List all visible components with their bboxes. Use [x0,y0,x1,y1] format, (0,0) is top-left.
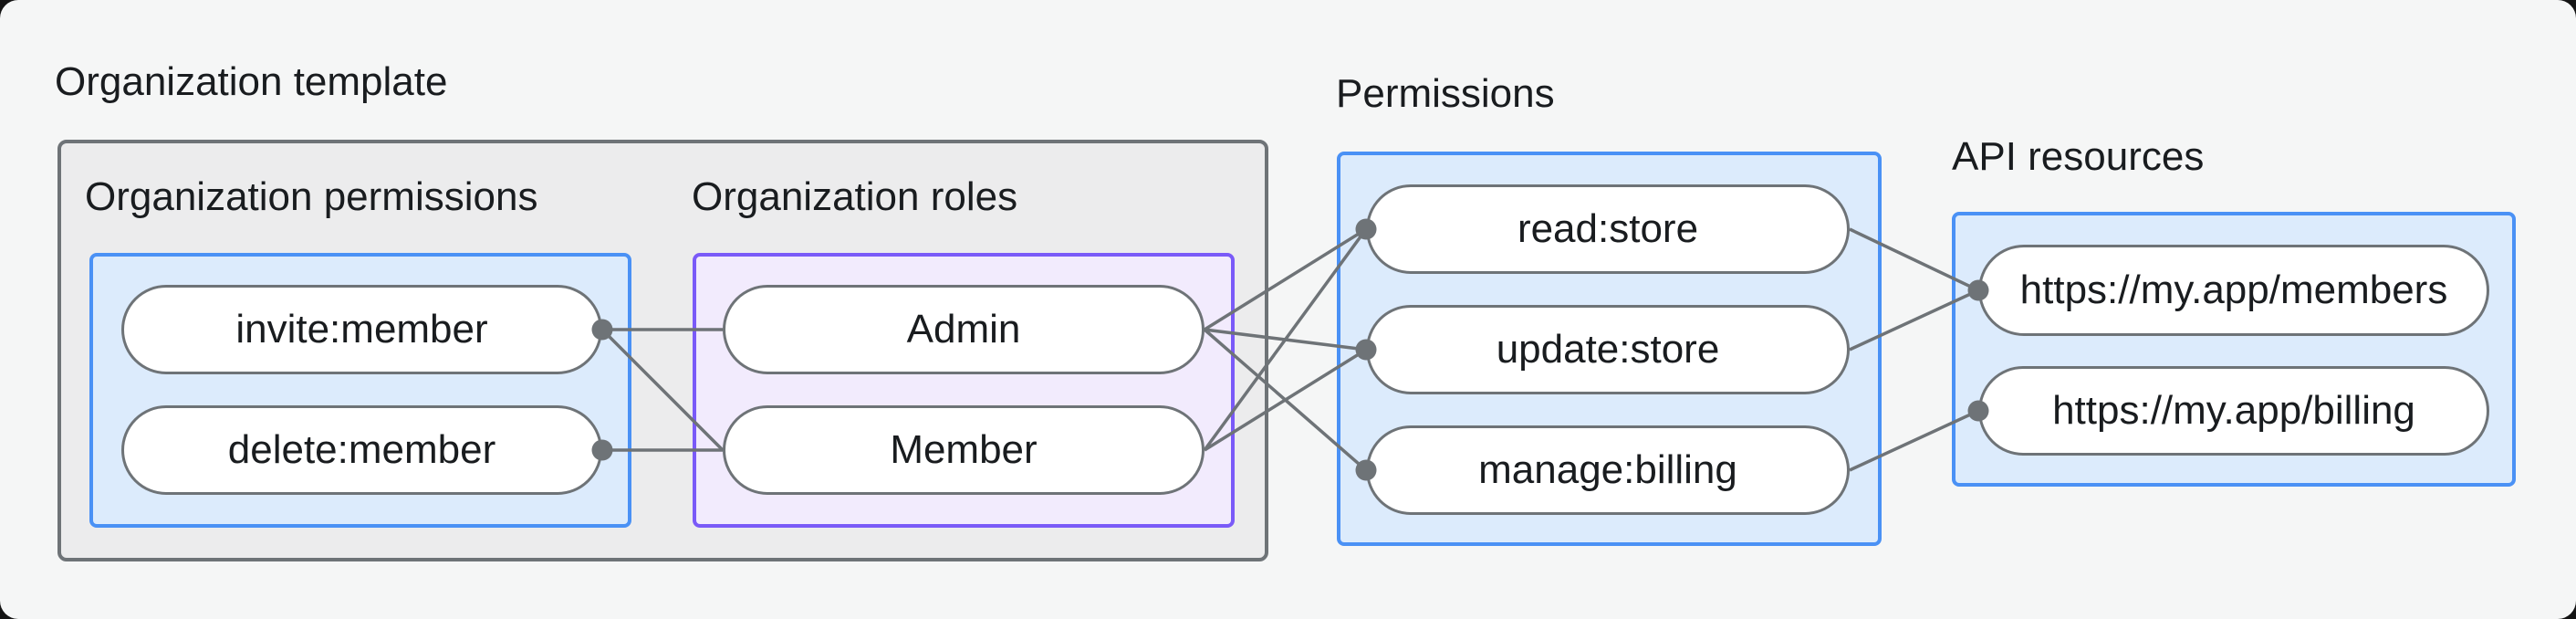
connection-dot-update-left [1355,339,1377,361]
node-member-role: Member [723,405,1205,495]
organization-permissions-title: Organization permissions [85,174,538,219]
node-delete-member-label: delete:member [227,427,496,472]
node-api-billing-url: https://my.app/billing [1978,366,2489,456]
connection-dot-delete-right [591,439,613,461]
connection-dot-invite-right [591,319,613,341]
node-api-members-url-label: https://my.app/members [2019,268,2448,312]
node-update-store-label: update:store [1496,327,1720,372]
connection-dot-members-left [1967,279,1989,301]
node-admin-role: Admin [723,285,1205,374]
node-manage-billing-label: manage:billing [1478,447,1737,492]
node-invite-member: invite:member [121,285,602,374]
edge-invite-to-member [600,328,725,452]
edge-manage-to-billing [1849,409,1979,472]
edge-member-to-read [1203,227,1368,452]
node-api-members-url: https://my.app/members [1978,245,2489,336]
node-api-billing-url-label: https://my.app/billing [2052,388,2415,433]
node-member-role-label: Member [890,427,1038,472]
organization-template-title: Organization template [55,59,448,104]
node-manage-billing: manage:billing [1366,425,1850,515]
connection-dot-manage-left [1355,459,1377,481]
edge-admin-to-read [1204,227,1367,331]
api-resources-title: API resources [1952,134,2205,179]
edge-read-to-members [1849,227,1979,292]
permissions-title: Permissions [1336,71,1555,116]
node-read-store-label: read:store [1517,206,1699,251]
organization-roles-title: Organization roles [692,174,1018,219]
node-admin-role-label: Admin [906,307,1021,351]
node-delete-member: delete:member [121,405,602,495]
edge-member-to-update [1204,348,1367,452]
connection-dot-read-left [1355,218,1377,240]
connection-dot-billing-left [1967,400,1989,422]
node-read-store: read:store [1366,184,1850,274]
edge-update-to-members [1849,289,1979,351]
node-invite-member-label: invite:member [235,307,488,351]
node-update-store: update:store [1366,305,1850,394]
